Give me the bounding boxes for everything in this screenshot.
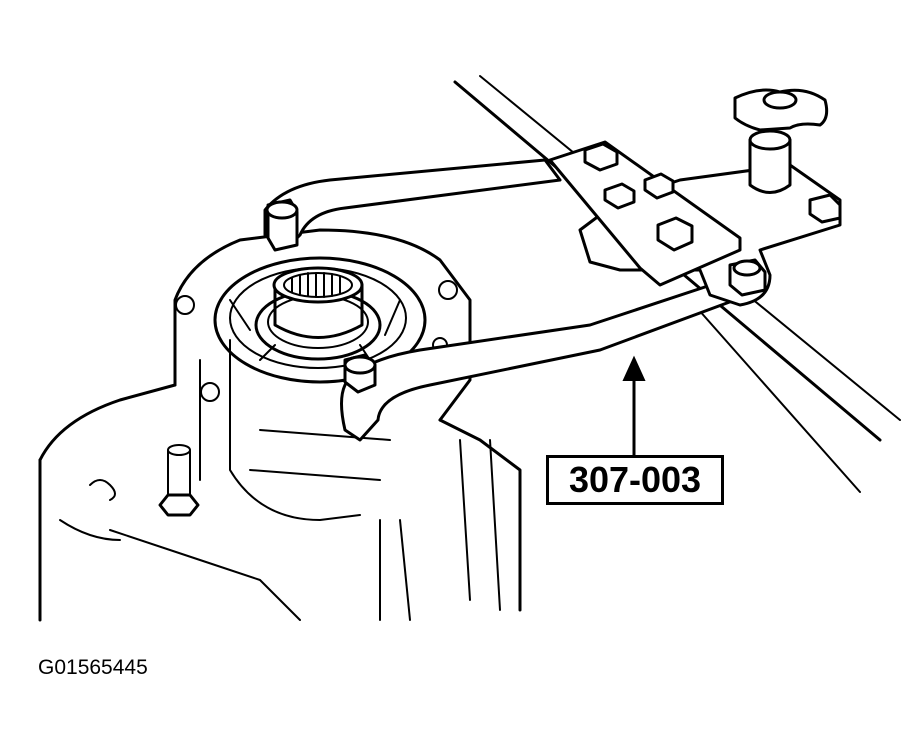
tool-number-label: 307-003 xyxy=(568,459,702,500)
transfer-case-housing xyxy=(38,228,522,622)
output-shaft-seal xyxy=(213,256,427,384)
t-handle xyxy=(733,88,829,194)
background-rails xyxy=(453,75,901,493)
figure-identifier: G01565445 xyxy=(38,656,148,679)
tool-number-callout: 307-003 xyxy=(546,455,724,505)
plate-bolts xyxy=(583,142,694,252)
callout-arrow xyxy=(622,355,646,457)
tool-307-003-bracket xyxy=(263,88,842,442)
